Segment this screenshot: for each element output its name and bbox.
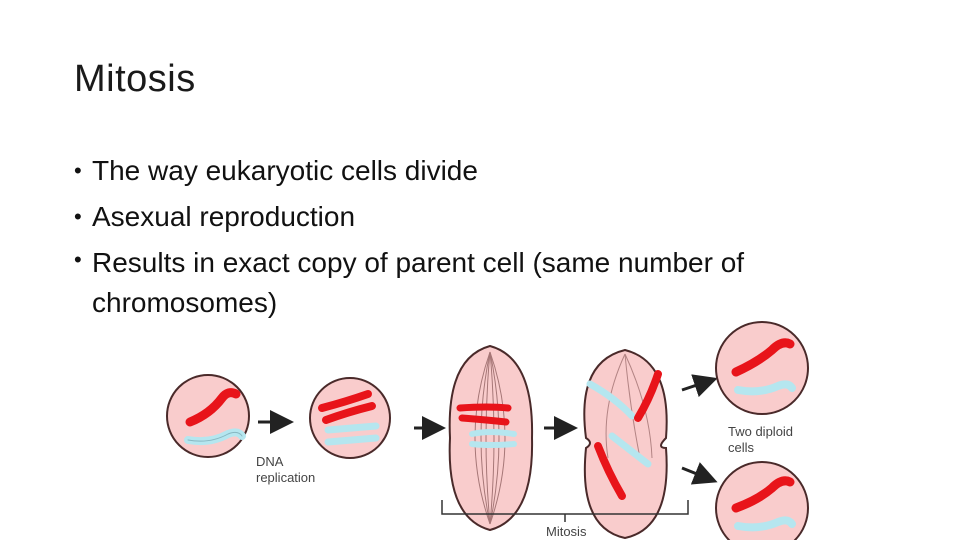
daughter-cell-bottom xyxy=(715,461,809,540)
replicated-cell xyxy=(309,377,391,459)
anaphase-cell xyxy=(583,348,668,540)
dna-label: DNA xyxy=(256,454,284,469)
mitosis-diagram: DNA replication xyxy=(166,321,809,540)
bullet-item: • Results in exact copy of parent cell (s… xyxy=(74,240,894,323)
bullet-text: Results in exact copy of parent cell (sa… xyxy=(92,247,745,318)
two-diploid-label: Two diploid xyxy=(728,424,793,439)
bullet-icon: • xyxy=(74,204,82,229)
bullet-icon: • xyxy=(74,158,82,183)
cells-label: cells xyxy=(728,440,755,455)
metaphase-cell xyxy=(448,344,534,532)
bullet-list: • The way eukaryotic cells divide • Asexua… xyxy=(74,148,894,323)
bullet-icon: • xyxy=(74,247,82,272)
bullet-item: • The way eukaryotic cells divide xyxy=(74,148,894,194)
daughter-cell-top xyxy=(715,321,809,415)
mitosis-label: Mitosis xyxy=(546,524,587,539)
bullet-text: The way eukaryotic cells divide xyxy=(92,155,478,186)
bullet-text: Asexual reproduction xyxy=(92,201,356,232)
arrow-icon xyxy=(681,374,718,398)
parent-cell xyxy=(166,374,250,458)
replication-label: replication xyxy=(256,470,315,485)
arrow-icon xyxy=(681,462,718,485)
slide-title: Mitosis xyxy=(74,58,196,100)
bullet-item: • Asexual reproduction xyxy=(74,194,894,240)
